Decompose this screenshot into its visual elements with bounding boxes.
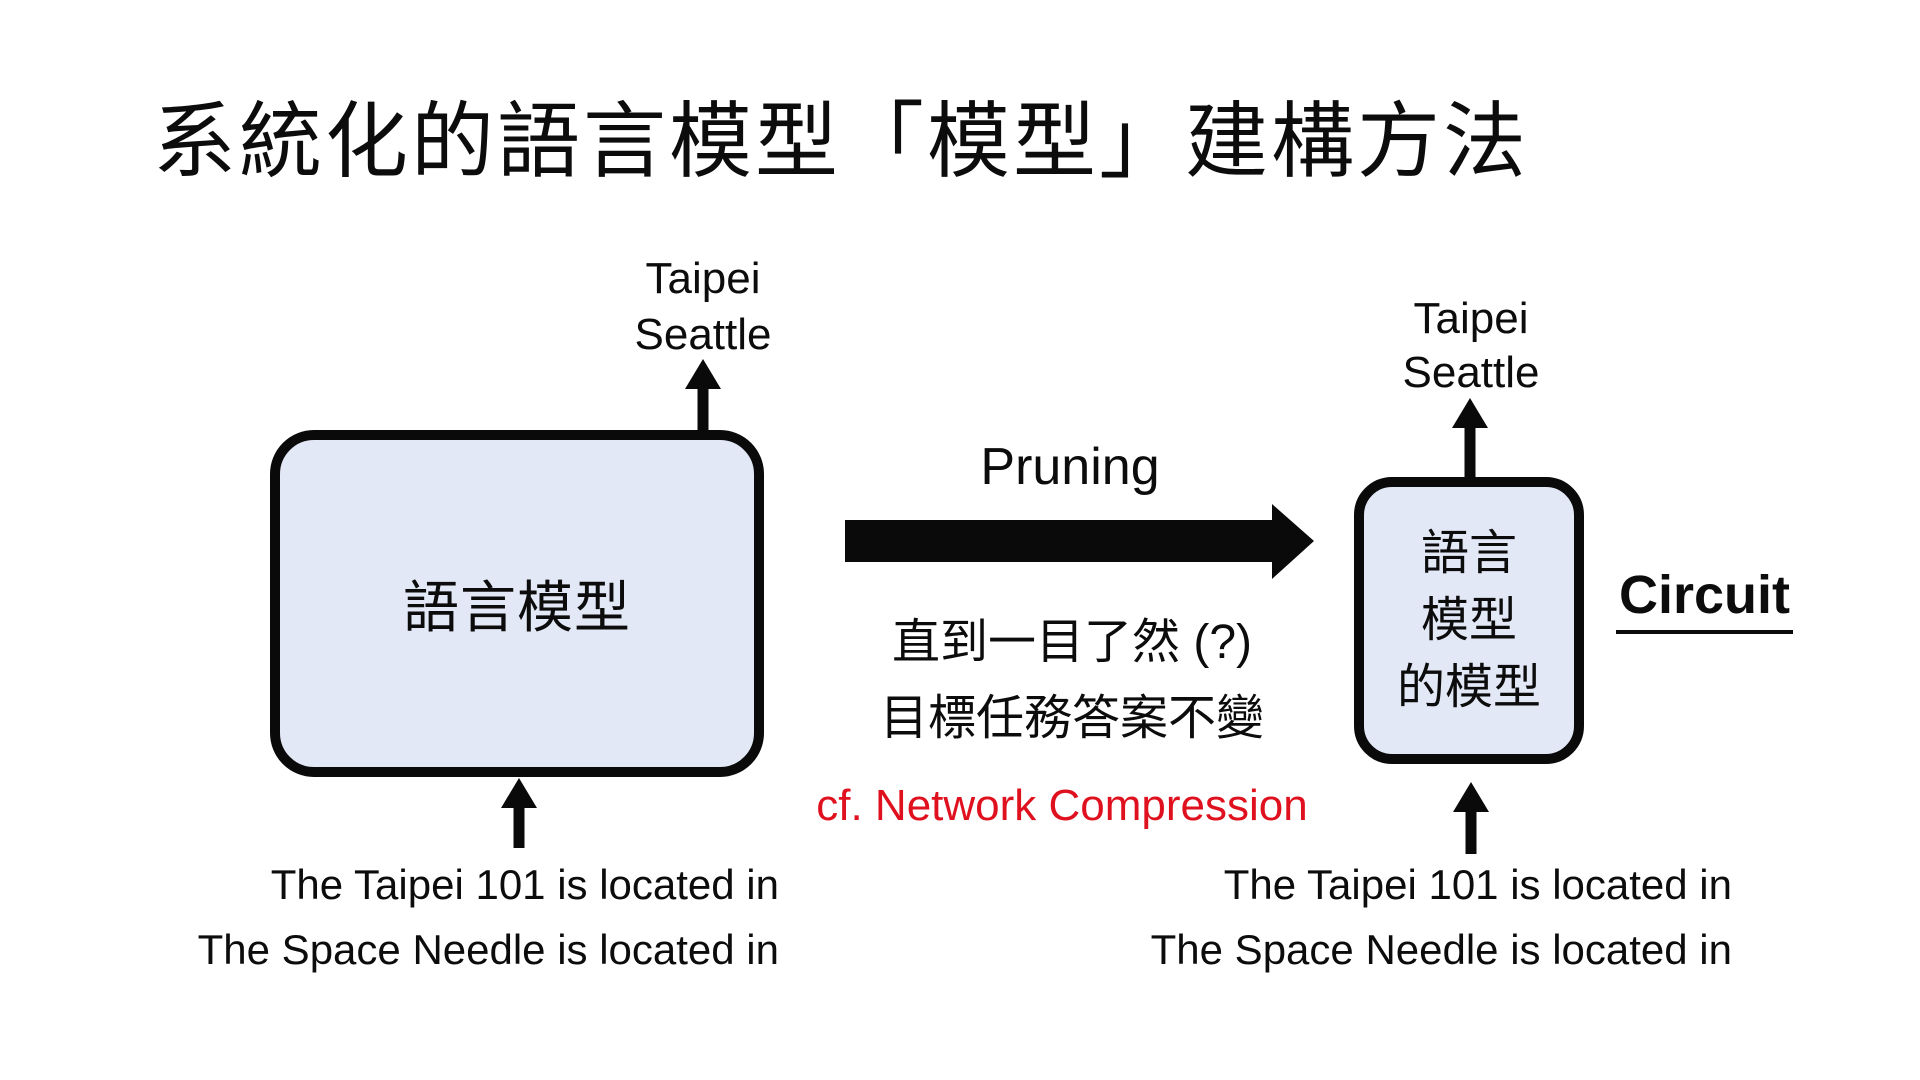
language-model-box: 語言模型 [270, 430, 764, 777]
right-input-up-arrow-icon [1453, 782, 1489, 854]
right-input-prompt-1: The Taipei 101 is located in [1223, 861, 1732, 908]
left-output-token-1: Taipei [645, 254, 761, 303]
pruning-label: Pruning [980, 438, 1160, 496]
left-input-prompts: The Taipei 101 is located in The Space N… [198, 852, 779, 982]
right-output-token-1: Taipei [1413, 294, 1529, 343]
right-output-labels: Taipei Seattle [1403, 292, 1540, 400]
left-output-up-arrow-icon [685, 359, 721, 431]
left-output-token-2: Seattle [634, 310, 772, 359]
circuit-annotation: Circuit [1616, 565, 1794, 635]
left-input-prompt-1: The Taipei 101 is located in [270, 861, 779, 908]
left-input-prompt-2: The Space Needle is located in [197, 926, 779, 973]
pruning-condition-line1: 直到一目了然 (?) [891, 616, 1253, 669]
model-of-language-model-box: 語言 模型 的模型 [1354, 477, 1584, 764]
pruned-model-label-line3: 的模型 [1396, 661, 1541, 714]
page-title: 系統化的語言模型「模型」建構方法 [153, 95, 1529, 188]
network-compression-note: cf. Network Compression [816, 781, 1308, 830]
pruned-model-label-line1: 語言 [1420, 527, 1517, 580]
right-output-token-2: Seattle [1402, 348, 1540, 397]
pruning-condition-line2: 目標任務答案不變 [879, 692, 1265, 745]
right-output-up-arrow-icon [1452, 398, 1488, 477]
pruned-model-label-line2: 模型 [1420, 594, 1517, 647]
left-input-up-arrow-icon [501, 778, 537, 848]
left-output-labels: Taipei Seattle [635, 251, 772, 363]
right-input-prompt-2: The Space Needle is located in [1150, 926, 1732, 973]
language-model-label: 語言模型 [403, 576, 631, 639]
pruning-right-arrow-icon [845, 504, 1314, 579]
right-input-prompts: The Taipei 101 is located in The Space N… [1151, 852, 1732, 982]
